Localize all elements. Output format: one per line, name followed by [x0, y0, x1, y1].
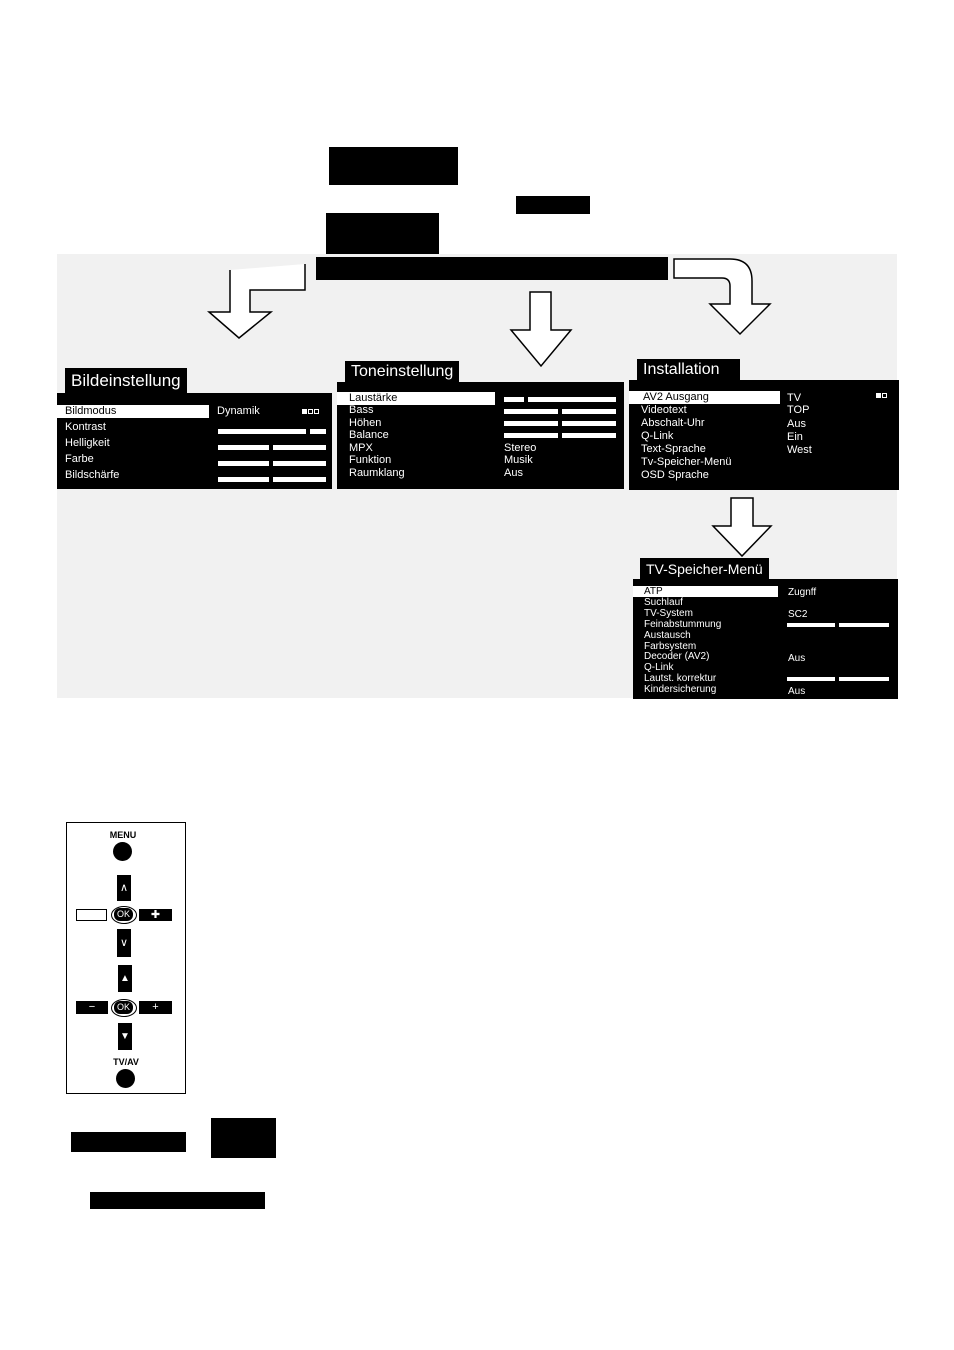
program-up-button[interactable]: ▲	[118, 965, 132, 992]
program-down-button[interactable]: ▼	[118, 1023, 132, 1050]
mpx-value: Stereo	[504, 442, 537, 454]
balance-bar-tail	[562, 433, 616, 438]
text-sprache-value: West	[787, 444, 812, 456]
ok-button-2[interactable]: OK	[111, 999, 137, 1017]
kindersicherung-value: Aus	[788, 686, 806, 697]
tv-system-value: SC2	[788, 609, 808, 620]
lautst-korrektur-bar-tail	[839, 677, 889, 681]
mode-indicator-icon	[308, 409, 313, 414]
left-button[interactable]	[76, 909, 107, 921]
arrow-to-toneinstellung	[509, 291, 573, 368]
atp-value: Zugnff	[788, 587, 817, 598]
redacted-text-block	[71, 1132, 186, 1152]
feinabstimmung-bar	[787, 623, 835, 627]
inst-item-av2-ausgang[interactable]: AV2 Ausgang	[629, 391, 780, 404]
av2-indicator-icon	[882, 393, 887, 398]
av2-value: TV	[787, 392, 802, 404]
farbe-bar	[218, 461, 269, 466]
redacted-text-block	[211, 1118, 276, 1158]
toneinstellung-title: Toneinstellung	[345, 361, 460, 383]
feinabstimmung-bar-tail	[839, 623, 889, 627]
ton-item-lautstaerke[interactable]: Laustärke	[337, 392, 495, 405]
videotext-value: TOP	[787, 404, 810, 416]
redacted-label-block	[516, 196, 590, 214]
tv-speicher-title: TV-Speicher-Menü	[640, 558, 769, 580]
bild-mode-value: Dynamik	[217, 405, 260, 417]
bass-bar-tail	[562, 409, 616, 414]
arrow-to-bildeinstellung	[206, 264, 306, 339]
tvav-button-label: TV/AV	[113, 1057, 139, 1067]
kontrast-bar	[218, 429, 306, 434]
helligkeit-bar	[218, 445, 269, 450]
menu-button-label: MENU	[109, 830, 137, 840]
menu-button[interactable]	[113, 842, 132, 861]
lautstaerke-bar-tail	[528, 397, 616, 402]
ok-button[interactable]: OK	[111, 906, 137, 924]
balance-bar	[504, 433, 558, 438]
minus-button[interactable]: −	[76, 1001, 108, 1014]
hoehen-bar-tail	[562, 421, 616, 426]
abschalt-uhr-value: Aus	[787, 418, 806, 430]
tv-speicher-panel: ATP Suchlauf TV-System Feinabstummung Au…	[633, 579, 898, 699]
helligkeit-bar-tail	[273, 445, 326, 450]
ok-button-label: OK	[114, 908, 133, 921]
funktion-value: Musik	[504, 454, 533, 466]
ok-button-2-label: OK	[114, 1001, 133, 1014]
arrow-to-tv-speicher	[711, 497, 773, 558]
mode-indicator-icon	[314, 409, 319, 414]
farbe-bar-tail	[273, 461, 326, 466]
hoehen-bar	[504, 421, 558, 426]
av2-indicator-icon	[876, 393, 881, 398]
down-button[interactable]: ∨	[117, 929, 131, 957]
bildschaerfe-bar-tail	[273, 477, 326, 482]
kontrast-bar-tail	[310, 429, 326, 434]
lautst-korrektur-bar	[787, 677, 835, 681]
redacted-main-menu-block	[326, 213, 439, 262]
right-button[interactable]: ✚	[139, 909, 172, 921]
tvav-button[interactable]	[116, 1069, 135, 1088]
installation-title: Installation	[637, 359, 740, 381]
speicher-item-atp[interactable]: ATP	[633, 586, 778, 597]
raumklang-value: Aus	[504, 467, 523, 479]
remote-control: MENU ∧ OK ✚ ∨ ▲ − OK + ▼ TV/AV	[66, 822, 186, 1094]
mode-indicator-icon	[302, 409, 307, 414]
bildeinstellung-title: Bildeinstellung	[65, 368, 187, 394]
redacted-main-menu-bar-front	[316, 257, 668, 280]
redacted-text-block	[90, 1192, 265, 1209]
installation-panel: AV2 Ausgang Videotext Abschalt-Uhr Q-Lin…	[629, 380, 899, 490]
bass-bar	[504, 409, 558, 414]
arrow-to-installation	[673, 258, 772, 336]
decoder-value: Aus	[788, 653, 806, 664]
redacted-title-block	[329, 147, 458, 185]
plus-button[interactable]: +	[139, 1001, 172, 1014]
toneinstellung-panel: Laustärke Bass Höhen Balance MPX Funktio…	[337, 382, 624, 489]
up-button[interactable]: ∧	[117, 875, 131, 901]
bildeinstellung-panel: Bildmodus Kontrast Helligkeit Farbe Bild…	[57, 393, 332, 489]
q-link-value: Ein	[787, 431, 803, 443]
bild-item-bildmodus[interactable]: Bildmodus	[57, 405, 209, 418]
bildschaerfe-bar	[218, 477, 269, 482]
lautstaerke-bar	[504, 397, 524, 402]
